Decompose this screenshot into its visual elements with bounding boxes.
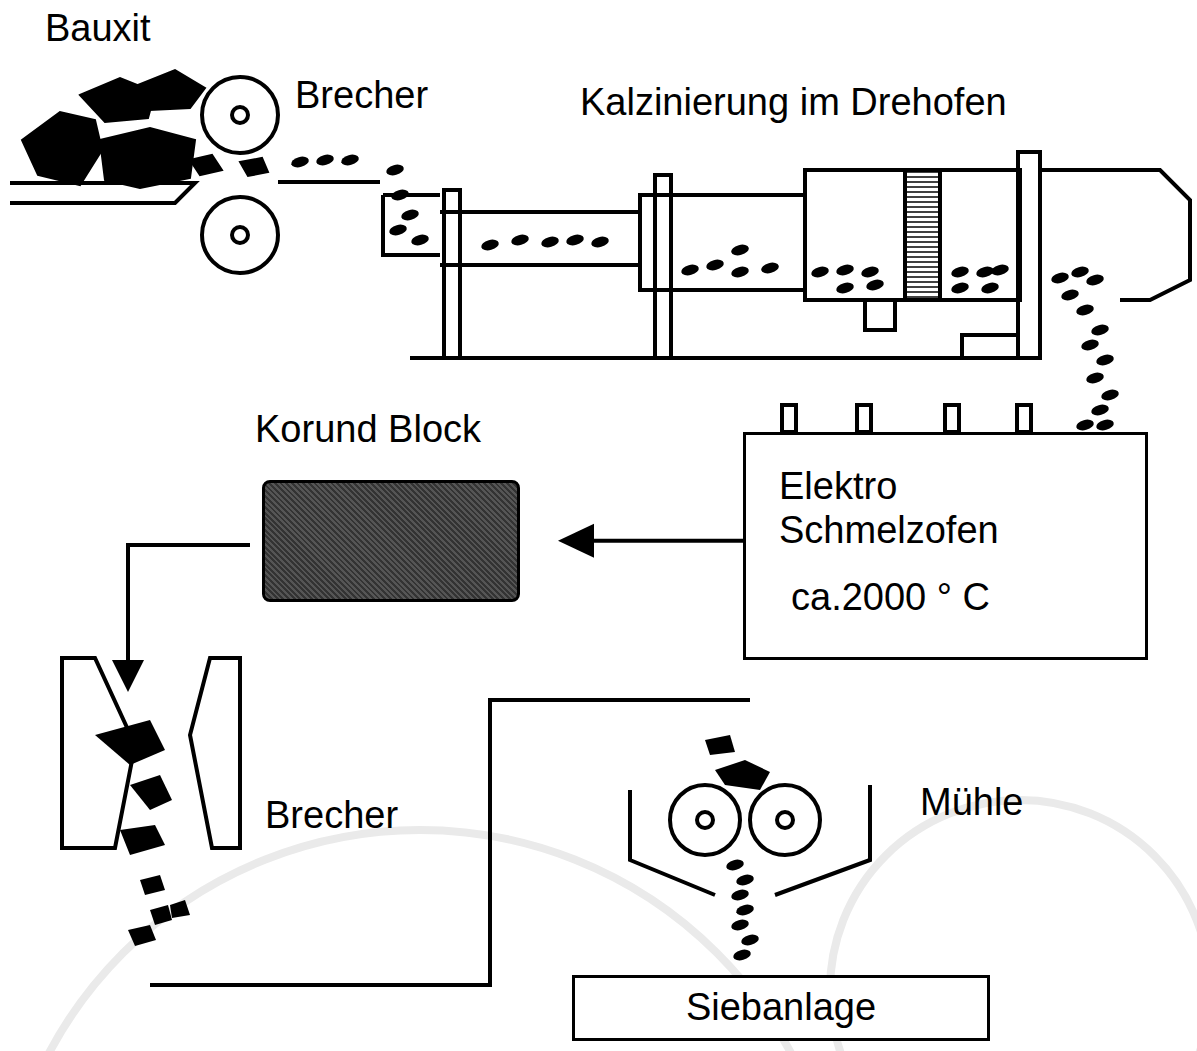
- process-box: Siebanlage: [572, 975, 990, 1041]
- part-label: Brecher: [295, 75, 428, 117]
- part-label: Bauxit: [45, 8, 151, 50]
- furnace-temperature: ca.2000 ° C: [791, 576, 1135, 620]
- part-label: Mühle: [920, 782, 1024, 824]
- process-box: Elektro Schmelzofen ca.2000 ° C: [743, 432, 1148, 660]
- korund-block-fill: [262, 480, 520, 602]
- screen-name: Siebanlage: [686, 986, 876, 1030]
- part-label: Kalzinierung im Drehofen: [580, 82, 1007, 124]
- node-heading: Korund Block: [255, 408, 530, 452]
- furnace-name: Elektro Schmelzofen: [779, 465, 1079, 552]
- process-box: Korund Block: [255, 408, 530, 602]
- part-label: Brecher: [265, 795, 398, 837]
- flow-arrow: [558, 524, 743, 558]
